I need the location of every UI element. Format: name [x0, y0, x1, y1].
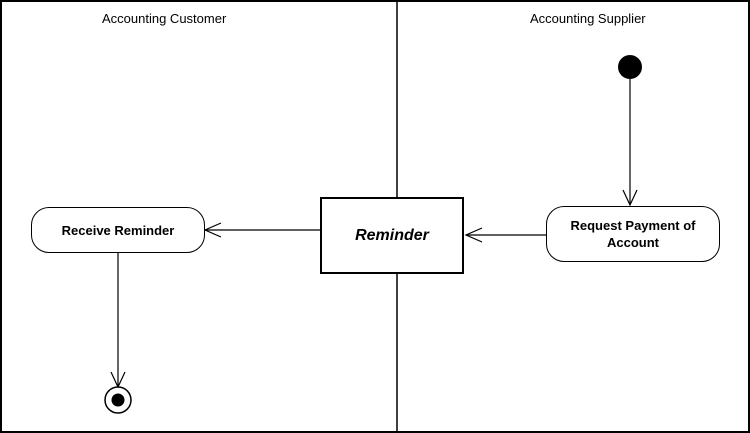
- initial-node[interactable]: [618, 55, 642, 79]
- arrowhead-icon: [203, 222, 222, 238]
- arrowhead-icon: [622, 189, 638, 207]
- action-request-payment-of-account[interactable]: Request Payment of Account: [546, 206, 720, 262]
- arrowhead-icon: [464, 227, 483, 243]
- object-node-reminder[interactable]: Reminder: [320, 197, 464, 274]
- edge-request-payment-to-reminder[interactable]: [464, 227, 546, 243]
- action-receive-reminder[interactable]: Receive Reminder: [31, 207, 205, 253]
- final-node[interactable]: [104, 386, 132, 414]
- swimlane-title-accounting-supplier: Accounting Supplier: [530, 11, 646, 26]
- edge-receive-reminder-to-final[interactable]: [110, 253, 126, 389]
- edge-initial-to-request-payment[interactable]: [622, 79, 638, 207]
- swimlane-title-accounting-customer: Accounting Customer: [102, 11, 227, 26]
- edge-reminder-to-receive-reminder[interactable]: [203, 222, 320, 238]
